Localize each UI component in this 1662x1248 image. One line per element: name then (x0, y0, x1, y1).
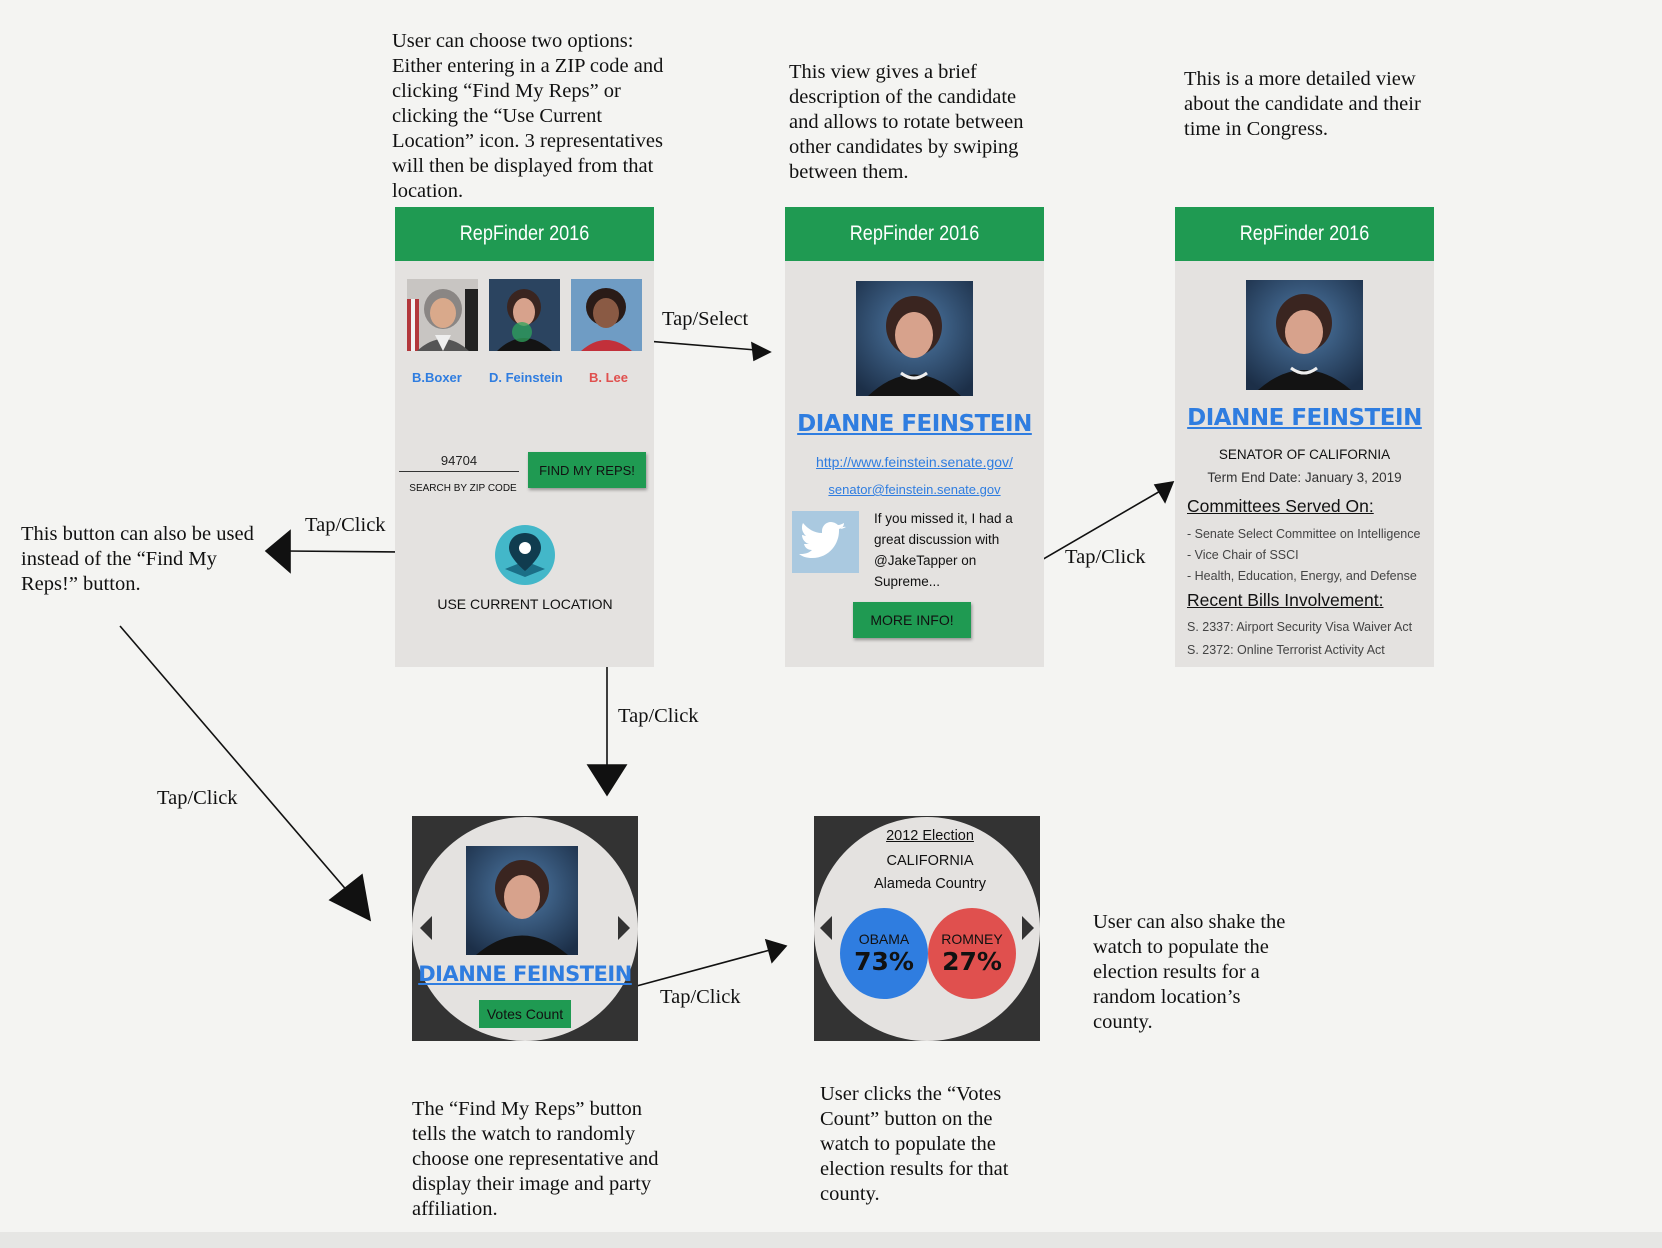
rep-name-2[interactable]: B. Lee (589, 370, 629, 385)
phone-screen-details: RepFinder 2016 DIANNE FEINSTEIN SENATOR … (1175, 207, 1434, 667)
committee-item: - Health, Education, Energy, and Defense (1187, 569, 1417, 583)
candidate-result-romney: ROMNEY 27% (928, 908, 1016, 999)
rep-name-1[interactable]: D. Feinstein (489, 370, 563, 385)
arrowhead-select (751, 341, 772, 362)
zip-caption: SEARCH BY ZIP CODE (409, 483, 517, 494)
rep-name: DIANNE FEINSTEIN (418, 962, 632, 986)
label-tap-click-votes: Tap/Click (660, 986, 741, 1008)
next-arrow-icon[interactable] (1022, 916, 1034, 940)
candidate-photo (1246, 280, 1363, 390)
arrow-diag (119, 625, 356, 901)
term-end-date: Term End Date: January 3, 2019 (1207, 470, 1402, 485)
phone-screen-search: RepFinder 2016 B.Boxer D. Feinstein B. L… (395, 207, 654, 667)
candidate-name: DIANNE FEINSTEIN (1187, 405, 1422, 431)
note-bottom-middle: User clicks the “Votes Count” button on … (820, 1083, 1009, 1205)
arrowhead-down (586, 764, 628, 797)
note-top-right: This is a more detailed view about the c… (1184, 68, 1421, 140)
rep-photo (466, 846, 578, 955)
previous-arrow-icon[interactable] (420, 916, 432, 940)
committee-item: - Vice Chair of SSCI (1187, 548, 1299, 562)
more-info-button[interactable]: MORE INFO! (853, 602, 971, 638)
committee-item: - Senate Select Committee on Intelligenc… (1187, 527, 1421, 541)
app-header: RepFinder 2016 (785, 207, 1044, 261)
website-link[interactable]: http://www.feinstein.senate.gov/ (816, 454, 1013, 470)
label-tap-click-diag: Tap/Click (157, 787, 238, 809)
note-top-left: User can choose two options: Either ente… (392, 30, 664, 202)
phone-screen-summary: RepFinder 2016 DIANNE FEINSTEIN http://w… (785, 207, 1044, 667)
email-link[interactable]: senator@feinstein.senate.gov (828, 482, 1001, 497)
candidate-label: OBAMA (858, 931, 910, 947)
election-county: Alameda Country (873, 876, 987, 892)
rep-photo-lee[interactable] (571, 279, 642, 351)
next-arrow-icon[interactable] (618, 916, 630, 940)
watch-screen-election: 2012 Election CALIFORNIA Alameda Country… (814, 816, 1040, 1041)
committees-heading: Committees Served On: (1187, 496, 1374, 516)
app-title: RepFinder 2016 (1193, 207, 1416, 261)
note-bottom-left: The “Find My Reps” button tells the watc… (412, 1098, 659, 1220)
zip-input[interactable]: 94704 (399, 453, 519, 472)
label-tap-click-location: Tap/Click (305, 514, 386, 536)
app-title: RepFinder 2016 (803, 207, 1026, 261)
election-heading: 2012 Election (886, 828, 974, 844)
bill-item: S. 2337: Airport Security Visa Waiver Ac… (1187, 620, 1413, 634)
note-top-middle: This view gives a brief description of t… (789, 61, 1024, 183)
candidate-photo (856, 281, 973, 396)
bill-item: S. 2372: Online Terrorist Activity Act (1187, 643, 1385, 657)
location-pin-icon[interactable] (495, 525, 555, 585)
arrowhead-more (1153, 480, 1175, 504)
rep-photo-feinstein[interactable] (489, 279, 560, 351)
previous-arrow-icon[interactable] (820, 916, 832, 940)
bills-heading: Recent Bills Involvement: (1187, 590, 1384, 610)
candidate-result-obama: OBAMA 73% (840, 908, 928, 999)
candidate-percent: 73% (854, 947, 914, 976)
latest-tweet: If you missed it, I had a great discussi… (874, 511, 1013, 589)
arrowhead-location (264, 529, 291, 574)
candidate-office: SENATOR OF CALIFORNIA (1218, 447, 1391, 462)
app-header: RepFinder 2016 (395, 207, 654, 261)
rep-name-0[interactable]: B.Boxer (412, 370, 462, 385)
label-tap-click-more: Tap/Click (1065, 546, 1146, 568)
label-tap-click-down: Tap/Click (618, 705, 699, 727)
candidate-percent: 27% (942, 947, 1002, 976)
find-my-reps-button[interactable]: FIND MY REPS! (528, 452, 646, 488)
arrowhead-votes (764, 938, 788, 964)
note-right-bottom: User can also shake the watch to populat… (1093, 911, 1286, 1033)
election-state: CALIFORNIA (886, 853, 974, 869)
twitter-icon (792, 511, 859, 573)
app-title: RepFinder 2016 (413, 207, 636, 261)
arrowhead-diag (328, 873, 372, 922)
candidate-name: DIANNE FEINSTEIN (797, 411, 1032, 437)
label-tap-select: Tap/Select (662, 308, 749, 330)
app-header: RepFinder 2016 (1175, 207, 1434, 261)
use-location-label[interactable]: USE CURRENT LOCATION (437, 596, 613, 612)
votes-count-button[interactable]: Votes Count (479, 1000, 571, 1028)
candidate-label: ROMNEY (941, 931, 1003, 947)
watch-screen-rep: DIANNE FEINSTEIN Votes Count (412, 816, 638, 1041)
page-footer-band (0, 1232, 1662, 1248)
rep-photo-boxer[interactable] (407, 279, 478, 351)
note-left: This button can also be used instead of … (21, 523, 254, 595)
